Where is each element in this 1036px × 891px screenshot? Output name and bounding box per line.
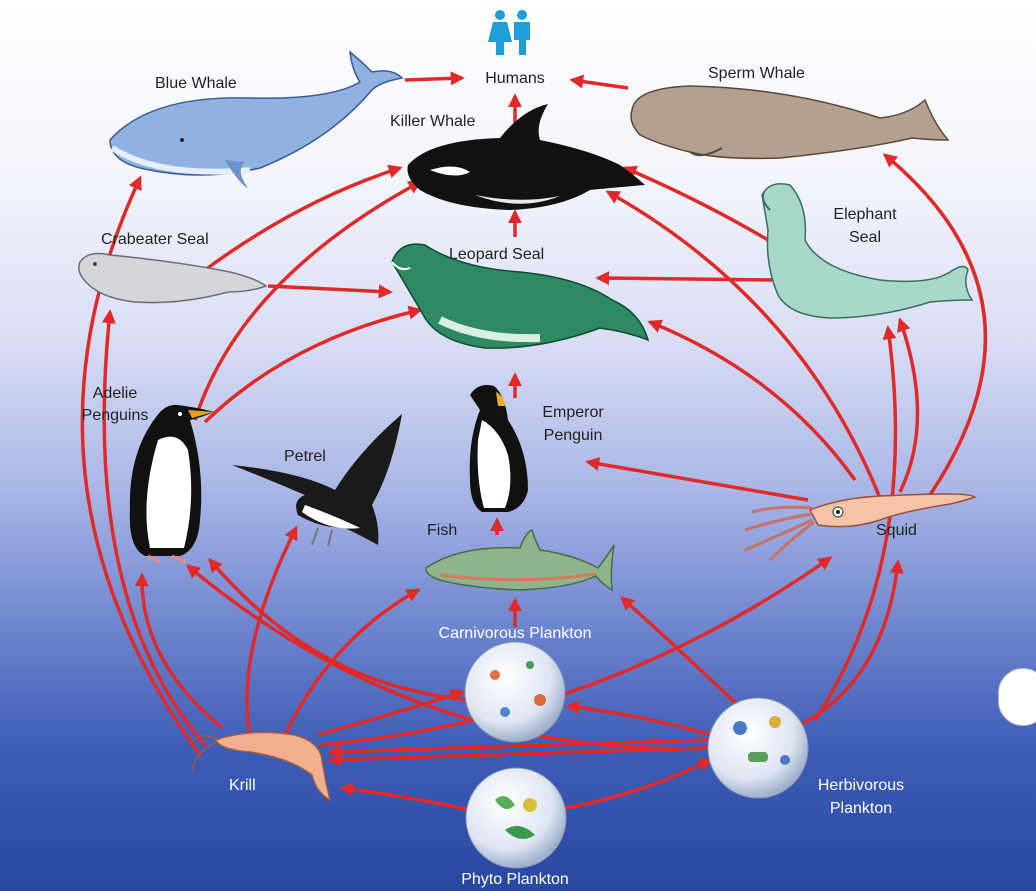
arrow-elephant-to-killerwhale — [625, 168, 768, 240]
arrow-crabeater-to-killerwhale — [205, 168, 400, 270]
arrow-adelie-to-leopard — [205, 310, 420, 422]
killer-whale-label: Killer Whale — [390, 112, 475, 132]
squid-icon — [745, 494, 975, 560]
blue-whale-icon — [110, 52, 402, 188]
arrow-squid-to-emperor — [588, 462, 808, 500]
blue-whale-label: Blue Whale — [155, 74, 237, 94]
arrow-squid-to-elephant — [900, 320, 918, 492]
krill-icon — [190, 732, 330, 800]
phyto-plankton-label: Phyto Plankton — [430, 870, 600, 890]
emperor-penguin-icon — [470, 385, 528, 512]
petrel-icon — [232, 414, 402, 546]
arrow-crabeater-to-leopard — [268, 286, 390, 292]
carnivorous-plankton-label: Carnivorous Plankton — [405, 624, 625, 644]
humans-icon — [488, 10, 530, 55]
crabeater-seal-label: Crabeater Seal — [101, 230, 209, 250]
adelie-penguins-label-line2: Penguins — [70, 406, 160, 426]
herbivorous-plankton-label-line2: Plankton — [796, 799, 926, 819]
herbivorous-plankton-icon — [708, 698, 808, 798]
humans-label: Humans — [470, 69, 560, 89]
elephant-seal-icon — [762, 184, 972, 318]
emperor-penguin-label-line1: Emperor — [528, 403, 618, 423]
arrow-herbivorous-to-carnivorous — [568, 706, 712, 735]
arrow-herbivorous-to-squid — [800, 562, 898, 725]
carnivorous-plankton-icon — [465, 642, 565, 742]
leopard-seal-label: Leopard Seal — [449, 245, 544, 265]
petrel-label: Petrel — [284, 447, 326, 467]
arrow-bluewhale-to-humans — [405, 78, 462, 80]
arrow-squid-to-leopard — [650, 322, 855, 480]
adelie-penguins-label-line1: Adelie — [70, 384, 160, 404]
squid-label: Squid — [876, 521, 917, 541]
arrow-spermwhale-to-humans — [572, 80, 628, 88]
elephant-seal-label-line2: Seal — [820, 228, 910, 248]
elephant-seal-label-line1: Elephant — [820, 205, 910, 225]
arrow-elephant-to-leopard — [598, 278, 772, 280]
phyto-plankton-icon — [466, 768, 566, 868]
sperm-whale-label: Sperm Whale — [708, 64, 805, 84]
fish-label: Fish — [427, 521, 457, 541]
emperor-penguin-label-line2: Penguin — [528, 426, 618, 446]
herbivorous-plankton-label-line1: Herbivorous — [796, 776, 926, 796]
adelie-penguin-icon — [130, 405, 214, 562]
arrow-herbivorous-to-fish — [622, 598, 745, 712]
arrow-krill-to-adelie — [142, 575, 222, 728]
sperm-whale-icon — [631, 86, 948, 158]
crabeater-seal-icon — [79, 254, 266, 303]
arrow-phyto-to-herbivorous — [565, 760, 710, 808]
arrow-adelie-to-killerwhale — [195, 182, 420, 420]
krill-label: Krill — [229, 776, 256, 796]
arrow-phyto-to-krill — [342, 788, 470, 810]
page-edge-tab — [998, 668, 1036, 726]
